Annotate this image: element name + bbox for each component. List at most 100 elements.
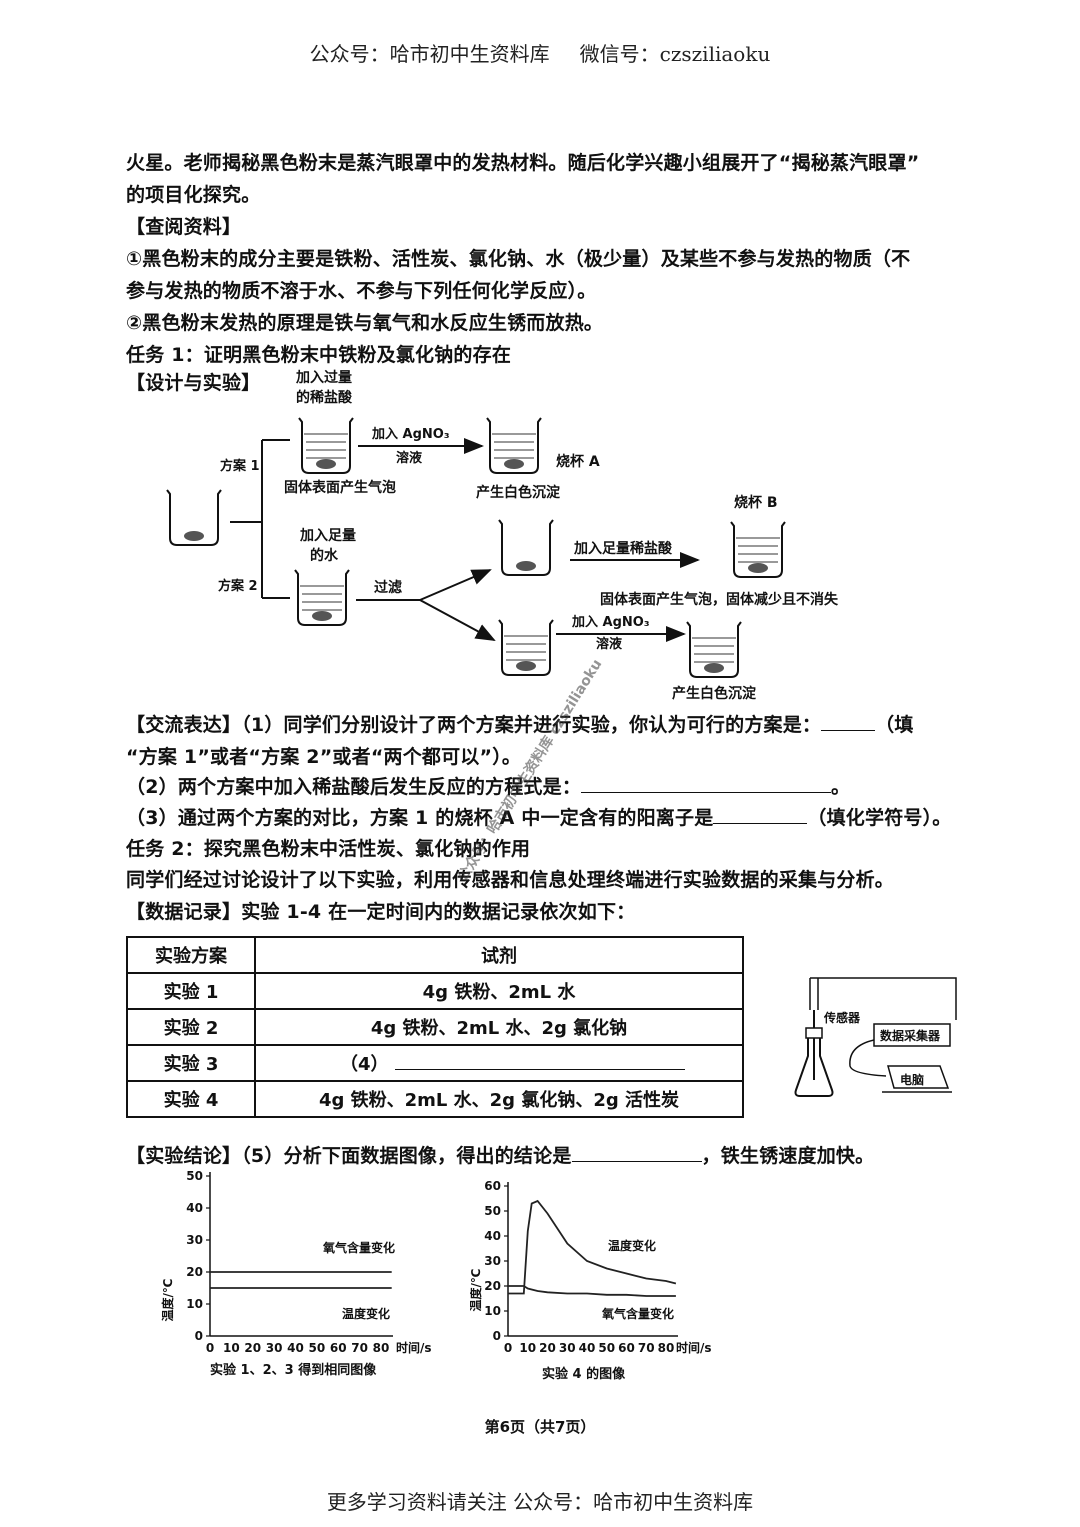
exchange-q2-end: 。 bbox=[831, 776, 851, 798]
table-cell: 实验 2 bbox=[126, 1008, 256, 1046]
table-cell: 实验 4 bbox=[126, 1080, 256, 1118]
task-2-title: 任务 2：探究黑色粉末中活性炭、氯化钠的作用 bbox=[126, 838, 531, 860]
p2-add-water-2: 的水 bbox=[310, 547, 339, 564]
exchange-q3: （3）通过两个方案的对比，方案 1 的烧杯 A 中一定含有的阳离子是 （填化学符号… bbox=[126, 803, 952, 830]
table-row: 实验 2 4g 铁粉、2mL 水、2g 氯化钠 bbox=[126, 1008, 744, 1046]
p2-arrow-lower bbox=[419, 599, 496, 641]
y-tick-label: 40 bbox=[186, 1201, 203, 1215]
answer-blank-5[interactable] bbox=[571, 1143, 702, 1162]
x-tick-label: 40 bbox=[287, 1341, 304, 1355]
table-header-row: 实验方案 试剂 bbox=[126, 936, 744, 974]
table-header: 试剂 bbox=[254, 936, 744, 974]
computer-label: 电脑 bbox=[900, 1072, 924, 1087]
exchange-q3-text: （3）通过两个方案的对比，方案 1 的烧杯 A 中一定含有的阳离子是 bbox=[126, 807, 714, 829]
chart-1-xlabel: 时间/s bbox=[396, 1340, 432, 1355]
x-tick-label: 50 bbox=[598, 1341, 615, 1355]
table-cell: 实验 3 bbox=[126, 1044, 256, 1082]
x-tick-label: 0 bbox=[504, 1341, 512, 1355]
y-tick-label: 60 bbox=[484, 1179, 501, 1193]
research-item-1-line-1: ①黑色粉末的成分主要是铁粉、活性炭、氯化钠、水（极少量）及某些不参与发热的物质（… bbox=[126, 248, 911, 270]
answer-blank-3[interactable] bbox=[713, 805, 808, 824]
y-tick-label: 30 bbox=[484, 1254, 501, 1268]
chart-1-caption: 实验 1、2、3 得到相同图像 bbox=[210, 1362, 377, 1378]
research-title: 【查阅资料】 bbox=[126, 216, 242, 238]
x-tick-label: 10 bbox=[519, 1341, 536, 1355]
chart-1-series bbox=[210, 1271, 392, 1289]
branch-line bbox=[230, 439, 290, 599]
question-4-label: （4） bbox=[340, 1054, 389, 1075]
p2-white-precipitate: 产生白色沉淀 bbox=[672, 685, 757, 702]
experiment-diagram: 方案 1 方案 2 加入过量 的稀盐酸 固体表面产生气泡 加入 AgNO₃ 溶液… bbox=[166, 369, 839, 702]
series-line bbox=[508, 1285, 676, 1297]
series-line bbox=[508, 1199, 677, 1295]
flask-stopper bbox=[805, 1027, 823, 1039]
exchange-q2-text: （2）两个方案中加入稀盐酸后发生反应的方程式是： bbox=[126, 776, 582, 798]
p1-add-acid-2: 的稀盐酸 bbox=[296, 389, 353, 406]
answer-blank-2[interactable] bbox=[581, 774, 832, 793]
intro-line-1: 火星。老师揭秘黑色粉末是蒸汽眼罩中的发热材料。随后化学兴趣小组展开了“揭秘蒸汽眼… bbox=[126, 152, 920, 174]
x-tick-label: 60 bbox=[330, 1341, 347, 1355]
collector-box bbox=[873, 1023, 951, 1047]
x-tick-label: 80 bbox=[373, 1341, 390, 1355]
x-tick-label: 40 bbox=[579, 1341, 596, 1355]
sensor-label: 传感器 bbox=[823, 1010, 861, 1025]
answer-blank-4[interactable] bbox=[394, 1051, 685, 1070]
beaker-a bbox=[486, 417, 542, 474]
beaker-original bbox=[166, 489, 222, 546]
x-tick-label: 20 bbox=[244, 1341, 261, 1355]
table-header: 实验方案 bbox=[126, 936, 256, 974]
x-tick-label: 50 bbox=[309, 1341, 326, 1355]
p2-add-water-1: 加入足量 bbox=[299, 528, 356, 544]
table-cell: 4g 铁粉、2mL 水、2g 氯化钠 bbox=[254, 1008, 744, 1046]
y-tick-label: 50 bbox=[186, 1169, 203, 1183]
p2-arrow-upper bbox=[419, 569, 492, 601]
y-tick-label: 40 bbox=[484, 1229, 501, 1243]
x-tick-label: 20 bbox=[539, 1341, 556, 1355]
p2-filter: 过滤 bbox=[374, 579, 402, 596]
plan-1-label: 方案 1 bbox=[220, 458, 260, 474]
design-title: 【设计与实验】 bbox=[126, 372, 261, 394]
y-tick-label: 10 bbox=[484, 1304, 501, 1318]
x-tick-label: 70 bbox=[638, 1341, 655, 1355]
page-footer: 更多学习资料请关注 公众号：哈市初中生资料库 bbox=[326, 1490, 754, 1514]
flask-icon bbox=[794, 1038, 834, 1097]
y-tick-label: 30 bbox=[186, 1233, 203, 1247]
collector-label: 数据采集器 bbox=[880, 1028, 941, 1043]
p1-arrow-bot: 溶液 bbox=[396, 450, 422, 466]
beaker-b bbox=[730, 521, 786, 578]
chart-2-caption: 实验 4 的图像 bbox=[542, 1366, 626, 1382]
y-tick-label: 0 bbox=[493, 1329, 501, 1343]
intro-line-2: 的项目化探究。 bbox=[126, 184, 261, 206]
header-account: 公众号：哈市初中生资料库 bbox=[309, 42, 550, 66]
data-record-title: 【数据记录】实验 1-4 在一定时间内的数据记录依次如下： bbox=[126, 901, 636, 923]
p2-arrow-bot: 溶液 bbox=[596, 636, 622, 652]
y-tick-label: 20 bbox=[186, 1265, 203, 1279]
reagent-table: 实验方案 试剂 实验 1 4g 铁粉、2mL 水 实验 2 4g 铁粉、2mL … bbox=[126, 936, 744, 1118]
chart-2-series bbox=[508, 1199, 677, 1297]
x-tick-label: 30 bbox=[559, 1341, 576, 1355]
task-1-title: 任务 1：证明黑色粉末中铁粉及氯化钠的存在 bbox=[126, 344, 512, 366]
x-tick-label: 70 bbox=[351, 1341, 368, 1355]
apparatus-diagram: 传感器 数据采集器 电脑 bbox=[794, 977, 957, 1097]
table-row: 实验 4 4g 铁粉、2mL 水、2g 氯化钠、2g 活性炭 bbox=[126, 1080, 744, 1118]
beaker-a-label: 烧杯 A bbox=[556, 453, 600, 470]
table-cell: 4g 铁粉、2mL 水 bbox=[254, 972, 744, 1010]
answer-blank-1[interactable] bbox=[821, 712, 876, 731]
x-tick-label: 10 bbox=[223, 1341, 240, 1355]
exchange-q1-line-2: “方案 1”或者“方案 2”或者“两个都可以”）。 bbox=[126, 746, 522, 768]
research-item-1-line-2: 参与发热的物质不溶于水、不参与下列任何化学反应）。 bbox=[126, 280, 597, 302]
p2-bubbles: 固体表面产生气泡，固体减少且不消失 bbox=[600, 591, 839, 608]
beaker-filtrate bbox=[498, 619, 554, 676]
header-wechat: 微信号：czsziliaoku bbox=[579, 42, 771, 66]
research-item-2: ②黑色粉末发热的原理是铁与氧气和水反应生锈而放热。 bbox=[126, 312, 604, 334]
chart-1-series-label: 温度变化 bbox=[342, 1306, 390, 1321]
chart-1-series-label: 氧气含量变化 bbox=[322, 1240, 395, 1255]
beaker-plan-1 bbox=[298, 417, 354, 474]
chart-2-series-label: 温度变化 bbox=[608, 1238, 656, 1253]
exchange-q3-end: （填化学符号）。 bbox=[807, 807, 952, 829]
y-tick-label: 10 bbox=[186, 1297, 203, 1311]
sensor-cable bbox=[809, 977, 957, 1020]
beaker-final bbox=[686, 621, 742, 678]
x-tick-label: 30 bbox=[266, 1341, 283, 1355]
page-header: 公众号：哈市初中生资料库 微信号：czsziliaoku bbox=[0, 38, 1080, 67]
